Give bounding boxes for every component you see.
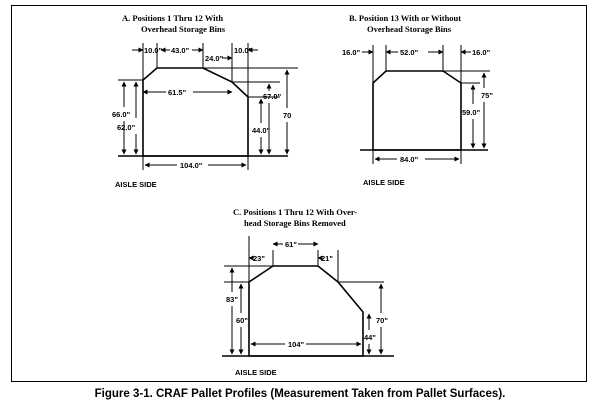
profile-c-dim-right: 21" [321, 254, 333, 263]
profile-b-dim-base: 84.0" [400, 155, 419, 164]
profile-c-dim-wall-left: 60" [236, 316, 248, 325]
profile-b-aisle-side: AISLE SIDE [363, 178, 405, 187]
profile-a-dim-right-top: 10.0" [234, 46, 253, 55]
profile-c-title-line2: head Storage Bins Removed [244, 218, 346, 228]
profile-a-aisle-side: AISLE SIDE [115, 180, 157, 189]
profile-a-dim-total-height: 70 [283, 111, 291, 120]
profile-b-title-line1: B. Position 13 With or Without [349, 13, 461, 23]
profile-b-outline [372, 70, 462, 151]
profile-c-outline [248, 265, 364, 357]
profile-c-dim-height-right: 70" [376, 316, 388, 325]
profile-b-dim-top: 52.0" [400, 48, 419, 57]
profile-a-title-line2: Overhead Storage Bins [141, 24, 226, 34]
profile-c: C. Positions 1 Thru 12 With Over- head S… [222, 207, 394, 377]
profile-a-dim-height-left: 66.0" [112, 110, 131, 119]
profile-a-dim-top: 43.0" [171, 46, 190, 55]
profile-c-title-line1: C. Positions 1 Thru 12 With Over- [233, 207, 357, 217]
profile-c-dim-left: 23" [253, 254, 265, 263]
profile-b-dim-wall: 59.0" [462, 108, 481, 117]
profile-a-dim-wall-left: 62.0" [117, 123, 136, 132]
profile-a-dim-slope: 24.0" [205, 54, 224, 63]
profile-c-dim-base: 104" [288, 340, 305, 349]
profile-c-dim-top: 61" [285, 240, 297, 249]
profile-a-title-line1: A. Positions 1 Thru 12 With [122, 13, 223, 23]
profile-a-dim-inner: 61.5" [168, 88, 187, 97]
profile-a-outline [142, 67, 249, 157]
profile-c-dim-wall-right: 44" [364, 333, 376, 342]
profile-a-dim-wall-right: 44.0" [252, 126, 271, 135]
profile-b-dim-left: 16.0" [342, 48, 361, 57]
profile-b: B. Position 13 With or Without Overhead … [342, 13, 493, 187]
profile-c-aisle-side: AISLE SIDE [235, 368, 277, 377]
profile-a: A. Positions 1 Thru 12 With Overhead Sto… [112, 13, 298, 189]
profile-a-dim-left-top: 10.0" [144, 46, 163, 55]
profile-b-dim-height: 75" [481, 91, 493, 100]
profile-c-dim-height: 83" [226, 295, 238, 304]
figure-frame [11, 5, 587, 382]
profile-b-dim-right: 16.0" [472, 48, 491, 57]
profile-a-dim-base: 104.0" [180, 161, 203, 170]
profile-b-title-line2: Overhead Storage Bins [367, 24, 452, 34]
profile-a-dim-height-right: 67.0" [263, 92, 282, 101]
figure-caption: Figure 3-1. CRAF Pallet Profiles (Measur… [94, 388, 506, 400]
